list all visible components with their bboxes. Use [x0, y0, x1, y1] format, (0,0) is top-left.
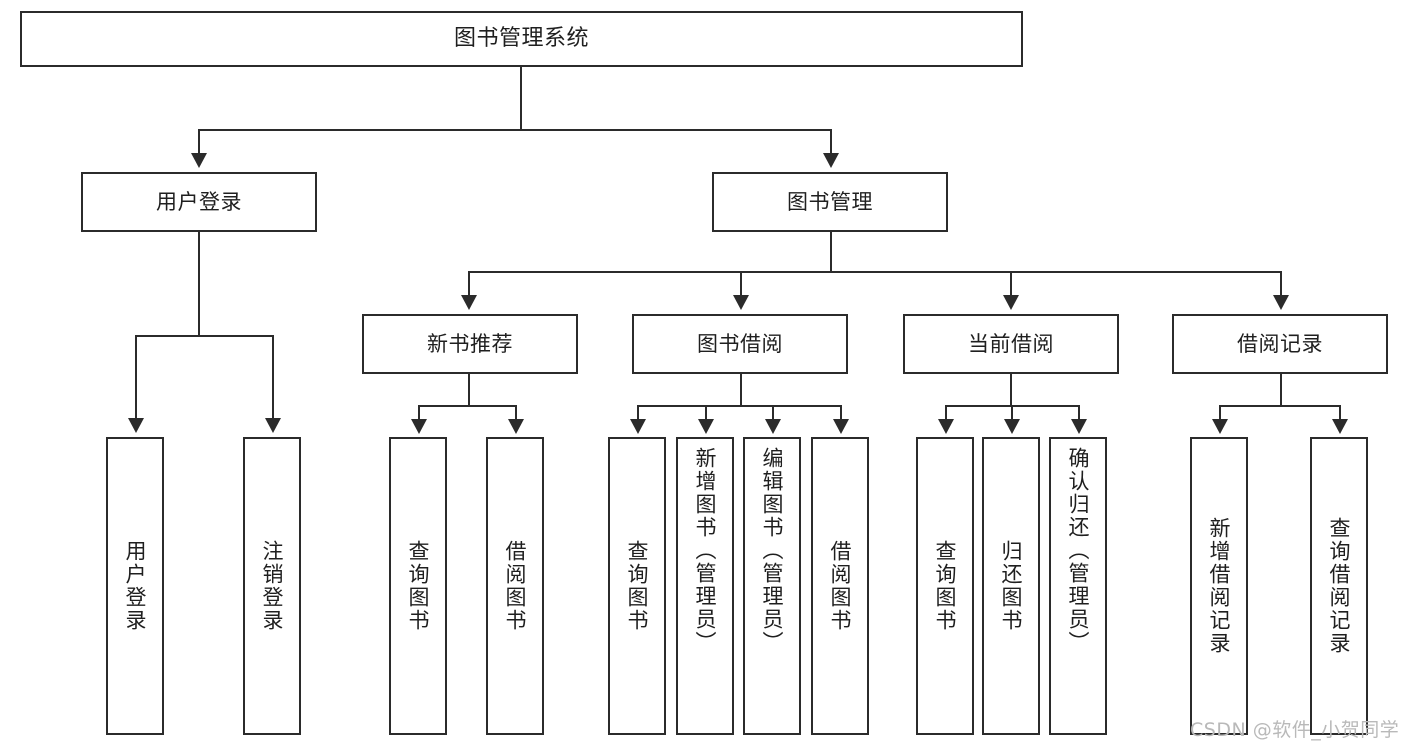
connector-user-login-left	[135, 335, 137, 420]
connector-borrow-record-bus	[1219, 405, 1339, 407]
connector-book-borrow-l2	[705, 405, 707, 421]
leaf-query-book-rec[interactable]: 查询图书	[389, 437, 447, 735]
connector-borrow-record-l2	[1339, 405, 1341, 421]
node-book-manage-label: 图书管理	[787, 189, 873, 214]
node-root[interactable]: 图书管理系统	[20, 11, 1023, 67]
leaf-logout-label: 注销登录	[260, 540, 285, 632]
arrowhead-book-manage	[823, 153, 839, 168]
leaf-query-book-cur-label: 查询图书	[933, 540, 958, 632]
arrowhead-book-borrow	[733, 295, 749, 310]
leaf-query-book-borrow[interactable]: 查询图书	[608, 437, 666, 735]
arrowhead-current-borrow	[1003, 295, 1019, 310]
connector-current-borrow-stem	[1010, 374, 1012, 406]
leaf-query-book-cur[interactable]: 查询图书	[916, 437, 974, 735]
arrowhead-leaf-confirm-return	[1071, 419, 1087, 434]
connector-to-borrow-record	[1280, 271, 1282, 297]
connector-root-to-book-manage	[830, 129, 832, 155]
leaf-return-book[interactable]: 归还图书	[982, 437, 1040, 735]
node-root-label: 图书管理系统	[453, 26, 589, 52]
connector-book-borrow-l4	[840, 405, 842, 421]
arrowhead-leaf-query-book-rec	[411, 419, 427, 434]
connector-book-borrow-bus	[637, 405, 840, 407]
connector-root-stem	[520, 67, 522, 130]
leaf-edit-book[interactable]: 编辑图书（管理员）	[743, 437, 801, 735]
leaf-logout[interactable]: 注销登录	[243, 437, 301, 735]
arrowhead-leaf-user-login	[128, 418, 144, 433]
connector-new-book-rec-l1	[418, 405, 420, 421]
leaf-query-record[interactable]: 查询借阅记录	[1310, 437, 1368, 735]
leaf-borrow-book-rec-label: 借阅图书	[503, 540, 528, 632]
connector-user-login-right	[272, 335, 274, 420]
connector-current-borrow-l2	[1011, 405, 1013, 421]
connector-to-current-borrow	[1010, 271, 1012, 297]
connector-book-manage-bus	[468, 271, 1280, 273]
connector-new-book-rec-l2	[515, 405, 517, 421]
connector-user-login-bus	[135, 335, 272, 337]
arrowhead-leaf-edit-book	[765, 419, 781, 434]
node-borrow-record[interactable]: 借阅记录	[1172, 314, 1388, 374]
arrowhead-leaf-borrow-book	[833, 419, 849, 434]
leaf-borrow-book[interactable]: 借阅图书	[811, 437, 869, 735]
node-book-borrow[interactable]: 图书借阅	[632, 314, 848, 374]
watermark-text: CSDN @软件_小贺同学	[1190, 719, 1400, 741]
leaf-add-record[interactable]: 新增借阅记录	[1190, 437, 1248, 735]
connector-borrow-record-stem	[1280, 374, 1282, 406]
leaf-user-login-label: 用户登录	[123, 540, 148, 632]
node-current-borrow[interactable]: 当前借阅	[903, 314, 1119, 374]
leaf-query-book-rec-label: 查询图书	[406, 540, 431, 632]
connector-book-borrow-l3	[772, 405, 774, 421]
connector-root-to-user-login	[198, 129, 200, 155]
leaf-borrow-book-rec[interactable]: 借阅图书	[486, 437, 544, 735]
arrowhead-leaf-query-record	[1332, 419, 1348, 434]
leaf-borrow-book-label: 借阅图书	[828, 540, 853, 632]
node-book-manage[interactable]: 图书管理	[712, 172, 948, 232]
connector-book-borrow-stem	[740, 374, 742, 406]
connector-new-book-rec-stem	[468, 374, 470, 406]
arrowhead-leaf-query-book-borrow	[630, 419, 646, 434]
leaf-edit-book-label: 编辑图书（管理员）	[760, 447, 785, 654]
leaf-user-login[interactable]: 用户登录	[106, 437, 164, 735]
leaf-add-book-label: 新增图书（管理员）	[693, 447, 718, 654]
connector-current-borrow-l3	[1078, 405, 1080, 421]
connector-borrow-record-l1	[1219, 405, 1221, 421]
leaf-confirm-return[interactable]: 确认归还（管理员）	[1049, 437, 1107, 735]
leaf-confirm-return-label: 确认归还（管理员）	[1066, 447, 1091, 654]
leaf-add-book[interactable]: 新增图书（管理员）	[676, 437, 734, 735]
node-user-login[interactable]: 用户登录	[81, 172, 317, 232]
arrowhead-leaf-query-book-cur	[938, 419, 954, 434]
node-borrow-record-label: 借阅记录	[1237, 331, 1323, 356]
connector-current-borrow-l1	[945, 405, 947, 421]
connector-root-bus	[198, 129, 832, 131]
leaf-query-record-label: 查询借阅记录	[1327, 517, 1352, 655]
leaf-return-book-label: 归还图书	[999, 540, 1024, 632]
arrowhead-leaf-add-book	[698, 419, 714, 434]
arrowhead-leaf-logout	[265, 418, 281, 433]
connector-book-manage-stem	[830, 232, 832, 272]
node-user-login-label: 用户登录	[156, 189, 242, 214]
leaf-query-book-borrow-label: 查询图书	[625, 540, 650, 632]
connector-to-new-book-rec	[468, 271, 470, 297]
arrowhead-leaf-add-record	[1212, 419, 1228, 434]
arrowhead-borrow-record	[1273, 295, 1289, 310]
node-book-borrow-label: 图书借阅	[697, 331, 783, 356]
arrowhead-leaf-borrow-book-rec	[508, 419, 524, 434]
connector-new-book-rec-bus	[418, 405, 515, 407]
node-new-book-rec[interactable]: 新书推荐	[362, 314, 578, 374]
leaf-add-record-label: 新增借阅记录	[1207, 517, 1232, 655]
arrowhead-user-login	[191, 153, 207, 168]
node-new-book-rec-label: 新书推荐	[427, 331, 513, 356]
arrowhead-new-book-rec	[461, 295, 477, 310]
connector-book-borrow-l1	[637, 405, 639, 421]
arrowhead-leaf-return-book	[1004, 419, 1020, 434]
connector-to-book-borrow	[740, 271, 742, 297]
node-current-borrow-label: 当前借阅	[968, 331, 1054, 356]
connector-user-login-stem	[198, 232, 200, 336]
